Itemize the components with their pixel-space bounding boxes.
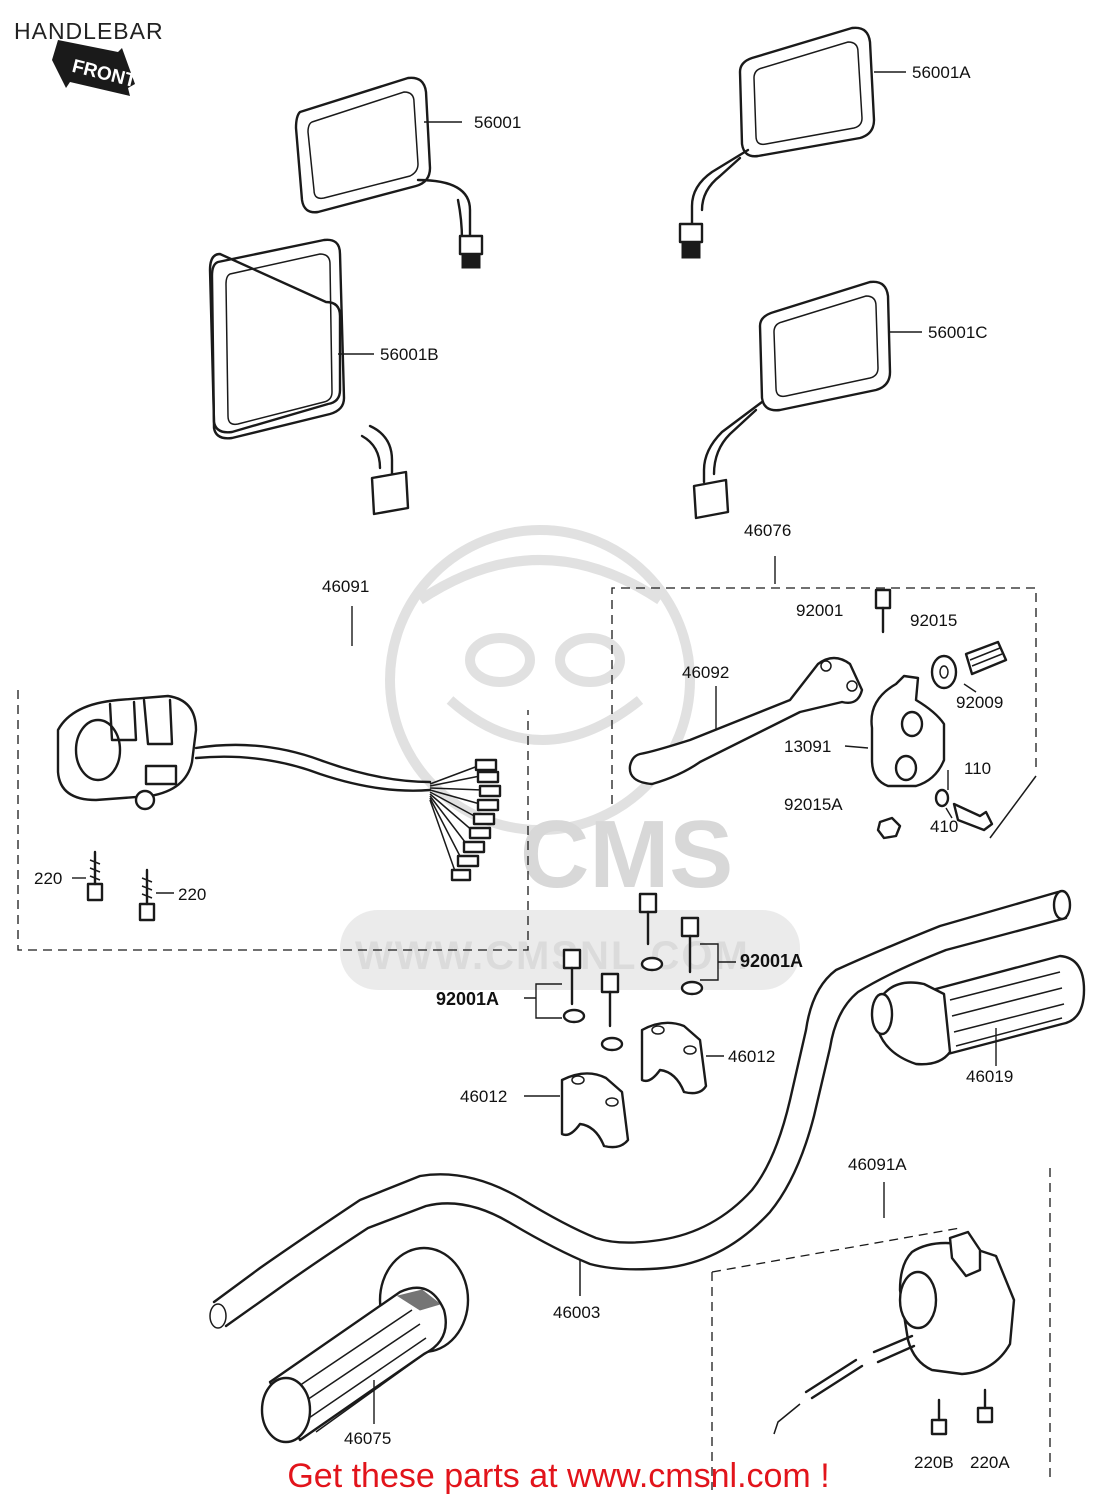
label-13091: 13091 (784, 737, 832, 756)
nut-92015A (876, 816, 902, 840)
page-title: HANDLEBAR (14, 18, 164, 44)
switch-46091A-frame (711, 1168, 1051, 1490)
switch-housing-46091 (56, 694, 432, 811)
label-46092: 46092 (682, 663, 730, 682)
label-92001A-right: 92001A (740, 951, 804, 971)
watermark-url: WWW.CMSNL.COM (355, 934, 750, 978)
wire-harness (429, 758, 502, 882)
bolt-410 (952, 802, 994, 832)
label-46075: 46075 (344, 1429, 392, 1448)
mirror-56001A (678, 26, 876, 259)
label-46091A: 46091A (848, 1155, 907, 1174)
switch-46091-frame (17, 606, 529, 951)
label-46003: 46003 (553, 1303, 601, 1322)
label-56001C: 56001C (928, 323, 988, 342)
label-56001A: 56001A (912, 63, 971, 82)
mirror-56001B (208, 238, 410, 516)
lever-46076-frame (611, 556, 1037, 839)
label-92015A: 92015A (784, 795, 843, 814)
screw-220-b (138, 868, 156, 922)
grip-46019 (870, 954, 1086, 1066)
switch-housing-46091A (773, 1230, 1016, 1435)
label-110: 110 (964, 759, 992, 778)
mirror-56001C (692, 280, 892, 520)
lever-holder-13091 (870, 674, 946, 788)
screw-220A (976, 1388, 994, 1424)
label-46076: 46076 (744, 521, 792, 540)
handlebar-46003 (209, 889, 1072, 1329)
label-46012-right: 46012 (728, 1047, 776, 1066)
adjuster-92009 (964, 640, 1008, 676)
label-56001B: 56001B (380, 345, 439, 364)
label-410: 410 (930, 817, 959, 836)
label-220-left: 220 (34, 869, 63, 888)
washer-110 (934, 788, 950, 808)
nut-92015 (930, 654, 958, 690)
mirror-56001 (294, 76, 484, 269)
lever-46092 (628, 656, 864, 786)
front-arrow-icon: FRONT (52, 40, 139, 96)
label-46012-left: 46012 (460, 1087, 508, 1106)
label-92015: 92015 (910, 611, 958, 630)
grip-46075 (260, 1246, 470, 1444)
clamp-46012-right (640, 1021, 708, 1095)
label-92001: 92001 (796, 601, 844, 620)
screw-220-a (86, 850, 104, 902)
label-220A: 220A (970, 1453, 1010, 1472)
cta-link[interactable]: Get these parts at www.cmsnl.com ! (287, 1457, 830, 1495)
label-46091: 46091 (322, 577, 370, 596)
label-56001: 56001 (474, 113, 522, 132)
label-92009: 92009 (956, 693, 1004, 712)
label-220-right: 220 (178, 885, 207, 904)
clamp-46012-left (560, 1072, 630, 1149)
clamp-bolts-92001A (562, 892, 704, 1052)
label-220B: 220B (914, 1453, 954, 1472)
screw-220B (930, 1398, 948, 1436)
label-92001A-left: 92001A (436, 989, 500, 1009)
bolt-92001 (874, 588, 892, 634)
watermark-logo-text: CMS (520, 801, 734, 908)
label-46019: 46019 (966, 1067, 1014, 1086)
